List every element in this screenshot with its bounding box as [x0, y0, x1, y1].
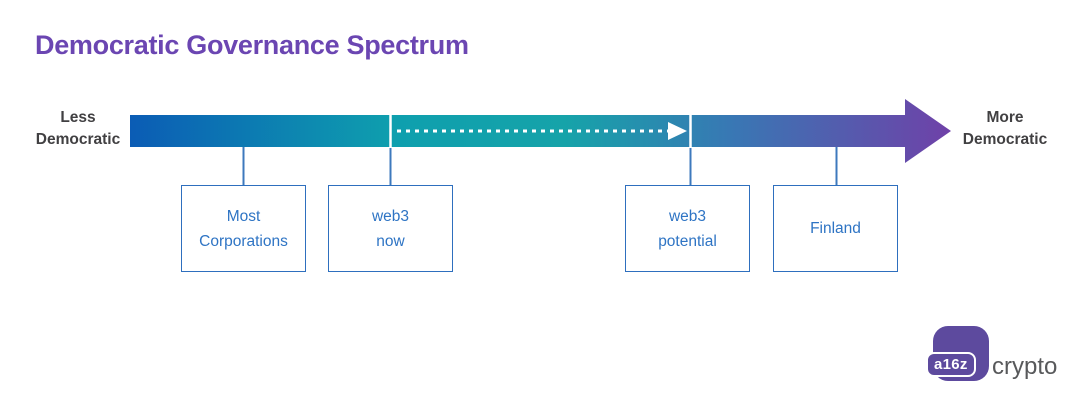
marker-label-line: web3 [668, 207, 707, 225]
axis-label-more-democratic: More Democratic [953, 107, 1057, 152]
marker-box-most-corporations: Most Corporations [181, 185, 306, 272]
axis-label-line: More [986, 109, 1024, 126]
axis-label-line: Democratic [35, 131, 121, 149]
page-title: Democratic Governance Spectrum [35, 30, 469, 60]
marker-box-web3-potential: web3 potential [625, 185, 750, 272]
a16z-crypto-logo: a16z crypto [926, 326, 1058, 381]
marker-label-line: now [376, 232, 405, 250]
marker-label-line: Corporations [199, 232, 288, 250]
a16z-badge-text: a16z [926, 352, 976, 377]
marker-label-line: potential [658, 232, 717, 250]
marker-label-line: Most [226, 207, 261, 225]
marker-label-line: Finland [810, 220, 861, 237]
a16z-badge-icon: a16z [926, 326, 989, 381]
axis-label-line: Less [60, 109, 96, 126]
axis-label-line: Democratic [962, 131, 1048, 149]
marker-box-web3-now: web3 now [328, 185, 453, 272]
spectrum-arrowhead [905, 99, 951, 163]
marker-label-line: web3 [371, 207, 410, 225]
marker-box-finland: Finland [773, 185, 898, 272]
axis-label-less-democratic: Less Democratic [26, 107, 130, 152]
logo-wordmark: crypto [992, 353, 1058, 380]
dashed-arrowhead-icon [668, 122, 687, 140]
